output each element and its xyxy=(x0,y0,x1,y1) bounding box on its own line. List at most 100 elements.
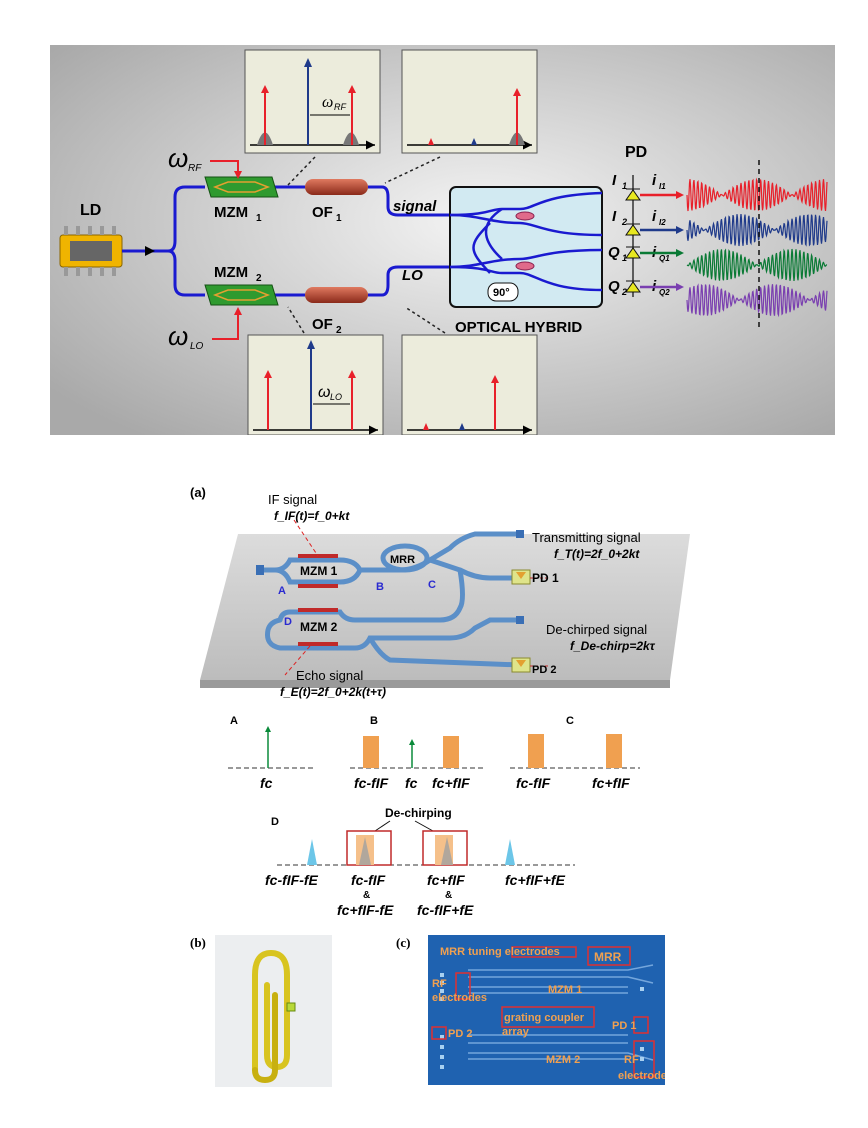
svg-text:i: i xyxy=(652,172,657,189)
omega-rf-label: ω xyxy=(168,143,188,173)
spectrum-d: D De-chirping fc-fIF-fE fc-fIF & fc+fIF-… xyxy=(265,806,575,918)
spectrum-inset-top-left: ω RF xyxy=(244,49,381,154)
mzm1-photo-label: MZM 1 xyxy=(548,984,582,996)
spectrum-inset-top-right xyxy=(401,49,538,154)
omega-lo-inset-label: ω xyxy=(318,384,330,401)
phase-shift-label: 90° xyxy=(493,287,510,299)
spectrum-inset-bottom-right xyxy=(401,334,538,435)
optical-hybrid-label: OPTICAL HYBRID xyxy=(455,319,582,336)
svg-text:I1: I1 xyxy=(659,182,666,191)
if-formula: f_IF(t)=f_0+kt xyxy=(274,509,350,523)
rf1-label-2: electrodes xyxy=(432,992,487,1004)
spectrum-inset-bottom-left: ω LO xyxy=(247,334,384,435)
rf-drive: ω RF xyxy=(168,143,242,179)
svg-text:2: 2 xyxy=(621,217,627,227)
spectra-abc: A fc B fc-fIF fc fc+fIF C fc-fIF fc+fIF xyxy=(228,715,640,791)
grating-coupler-input xyxy=(256,565,264,575)
dechirped-signal-label: De-chirped signal xyxy=(546,622,647,637)
svg-text:A: A xyxy=(278,585,286,597)
lo-label: LO xyxy=(402,267,423,284)
optical-hybrid: 90° OPTICAL HYBRID xyxy=(449,186,603,336)
outer-hi-label: fc+fIF+fE xyxy=(505,872,566,888)
chip-micrograph: MRR tuning electrodes MRR RF electrodes … xyxy=(428,935,673,1085)
mzm1-label: MZM xyxy=(214,204,248,221)
svg-text:Q2: Q2 xyxy=(659,288,670,297)
ld-label: LD xyxy=(80,202,101,219)
rf2-label-2: electrodes xyxy=(618,1070,665,1082)
echo-formula: f_E(t)=2f_0+2k(t+τ) xyxy=(280,685,386,699)
waveform-q1 xyxy=(686,248,828,281)
pd1-chip-label: PD 1 xyxy=(532,571,559,585)
svg-text:1: 1 xyxy=(256,213,262,224)
svg-text:C: C xyxy=(428,579,436,591)
svg-text:I: I xyxy=(612,208,617,225)
optical-filter-1: OF 1 xyxy=(305,179,368,224)
lo-drive: ω LO xyxy=(168,307,242,352)
svg-text:I: I xyxy=(612,172,617,189)
echo-signal-label: Echo signal xyxy=(296,668,363,683)
of1-label: OF xyxy=(312,204,333,221)
if-signal-label: IF signal xyxy=(268,492,317,507)
svg-text:B: B xyxy=(376,581,384,593)
coherent-receiver-diagram: ω RF ω LO LD xyxy=(50,45,835,435)
mzm2-chip-label: MZM 2 xyxy=(300,620,338,634)
panel-b-label: (b) xyxy=(190,935,206,950)
output-arrows xyxy=(640,191,684,291)
svg-text:Q: Q xyxy=(608,278,620,295)
svg-text:LO: LO xyxy=(330,392,342,402)
mzm2-photo-label: MZM 2 xyxy=(546,1054,580,1066)
rf1-label: RF xyxy=(432,978,447,990)
mzm2-label: MZM xyxy=(214,264,248,281)
pd1-photo-label: PD 1 xyxy=(612,1020,636,1032)
svg-text:I2: I2 xyxy=(659,218,666,227)
chip-micrograph-drawing: MRR tuning electrodes MRR RF electrodes … xyxy=(431,946,673,1082)
spectrum-b-lo: fc-fIF xyxy=(354,775,389,791)
panel-a-label: (a) xyxy=(190,485,206,500)
svg-text:RF: RF xyxy=(334,102,346,112)
pd2-photo-label: PD 2 xyxy=(448,1028,472,1040)
svg-text:2: 2 xyxy=(336,325,342,336)
omega-lo-label: ω xyxy=(168,321,188,351)
pd2-chip-label: PD 2 xyxy=(532,664,556,676)
mrr-label: MRR xyxy=(390,554,415,566)
svg-text:RF: RF xyxy=(188,163,202,174)
pd-label: PD xyxy=(625,144,647,161)
waveform-i2 xyxy=(686,213,828,247)
system-schematic: ω RF ω LO LD xyxy=(50,45,835,435)
transmitting-signal-label: Transmitting signal xyxy=(532,530,641,545)
svg-text:2: 2 xyxy=(256,273,262,284)
inner-lo-label-1: fc-fIF xyxy=(351,872,386,888)
svg-text:1: 1 xyxy=(336,213,342,224)
mzm1-chip-label: MZM 1 xyxy=(300,564,338,578)
beat-waveforms xyxy=(686,177,828,318)
spectrum-b-fc: fc xyxy=(405,775,418,791)
rf2-label: RF xyxy=(624,1054,639,1066)
svg-text:1: 1 xyxy=(622,253,627,263)
spectrum-c-lo: fc-fIF xyxy=(516,775,551,791)
svg-text:Q1: Q1 xyxy=(659,254,670,263)
svg-text:&: & xyxy=(363,890,370,901)
waveform-i1 xyxy=(686,177,828,212)
svg-text:1: 1 xyxy=(622,181,627,191)
svg-text:Q: Q xyxy=(608,244,620,261)
spectrum-b-label: B xyxy=(370,715,378,727)
optical-filter-2: OF 2 xyxy=(305,287,368,336)
grating-array-label: array xyxy=(502,1026,530,1038)
svg-text:LO: LO xyxy=(190,341,204,352)
waveguides xyxy=(257,531,523,668)
panel-a-chip-schematic: MRR MZM 1 MZM 2 A B C D IF signal f_IF(t… xyxy=(200,492,690,699)
transmitting-formula: f_T(t)=2f_0+2kt xyxy=(554,547,640,561)
spectrum-c-label: C xyxy=(566,715,574,727)
grating-coupler-label: grating coupler xyxy=(504,1012,585,1024)
point-labels: A B C D xyxy=(278,579,436,628)
panel-c-label: (c) xyxy=(396,935,411,950)
svg-text:i: i xyxy=(652,208,657,225)
paperclip-icon xyxy=(252,949,296,1084)
mzm1-modulator: MZM 1 xyxy=(204,176,279,224)
svg-text:2: 2 xyxy=(621,287,627,297)
inner-lo-label-2: fc+fIF-fE xyxy=(337,902,394,918)
fiber-paths xyxy=(122,185,450,297)
laser-diode: LD xyxy=(59,202,123,276)
inner-hi-label-2: fc-fIF+fE xyxy=(417,902,474,918)
svg-text:&: & xyxy=(445,890,452,901)
